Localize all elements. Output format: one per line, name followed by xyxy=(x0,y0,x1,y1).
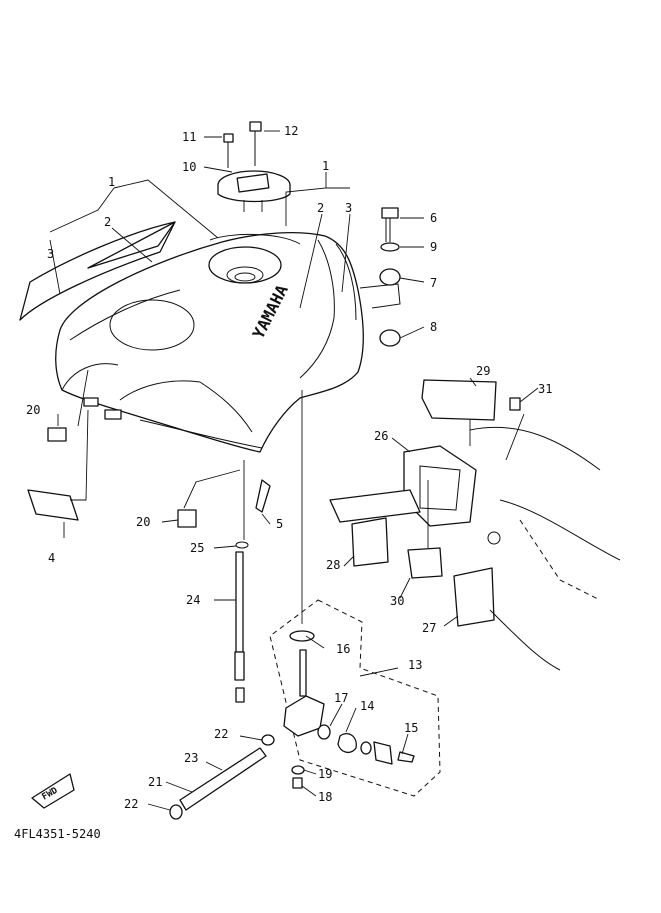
callout-labels: 1 2 3 1 2 3 4 5 6 7 8 9 10 11 12 13 14 1… xyxy=(26,124,552,811)
callout-label: 17 xyxy=(334,691,348,705)
callout-label: 18 xyxy=(318,790,332,804)
fuel-tank: YAMAHA xyxy=(55,231,401,453)
fuel-cap xyxy=(217,121,291,212)
fuel-hose xyxy=(169,734,275,820)
tank-bracket xyxy=(329,379,621,671)
callout-label: 25 xyxy=(190,541,204,555)
callout-label: 26 xyxy=(374,429,388,443)
callout-label: 22 xyxy=(124,797,138,811)
callout-label: 10 xyxy=(182,160,196,174)
clip xyxy=(255,479,271,513)
callout-label: 16 xyxy=(336,642,350,656)
fuel-cock xyxy=(283,630,415,789)
callout-label: 21 xyxy=(148,775,162,789)
callout-label: 31 xyxy=(538,382,552,396)
callout-label: 7 xyxy=(430,276,437,290)
callout-label: 1 xyxy=(108,175,115,189)
callout-label: 6 xyxy=(430,211,437,225)
leader-lines xyxy=(49,130,539,811)
callout-label: 2 xyxy=(104,215,111,229)
callout-label: 1 xyxy=(322,159,329,173)
drawing-code: 4FL4351-5240 xyxy=(14,827,101,841)
callout-label: 27 xyxy=(422,621,436,635)
callout-label: 24 xyxy=(186,593,200,607)
callout-label: 23 xyxy=(184,751,198,765)
callout-label: 19 xyxy=(318,767,332,781)
callout-label: 8 xyxy=(430,320,437,334)
forward-arrow-icon: FWD xyxy=(31,773,75,809)
callout-label: 3 xyxy=(345,201,352,215)
callout-label: 11 xyxy=(182,130,196,144)
callout-label: 15 xyxy=(404,721,418,735)
callout-label: 20 xyxy=(136,515,150,529)
callout-label: 3 xyxy=(47,247,54,261)
callout-label: 4 xyxy=(48,551,55,565)
callout-label: 14 xyxy=(360,699,374,713)
callout-label: 9 xyxy=(430,240,437,254)
callout-label: 5 xyxy=(276,517,283,531)
mounting-hardware xyxy=(379,207,401,347)
callout-label: 29 xyxy=(476,364,490,378)
callout-label: 28 xyxy=(326,558,340,572)
vent-hose xyxy=(234,541,249,703)
fuel-cock-assembly-outline xyxy=(269,599,441,797)
callout-label: 2 xyxy=(317,201,324,215)
callout-label: 20 xyxy=(26,403,40,417)
callout-label: 12 xyxy=(284,124,298,138)
callout-label: 13 xyxy=(408,658,422,672)
dampers xyxy=(27,427,197,528)
callout-label: 22 xyxy=(214,727,228,741)
callout-label: 30 xyxy=(390,594,404,608)
